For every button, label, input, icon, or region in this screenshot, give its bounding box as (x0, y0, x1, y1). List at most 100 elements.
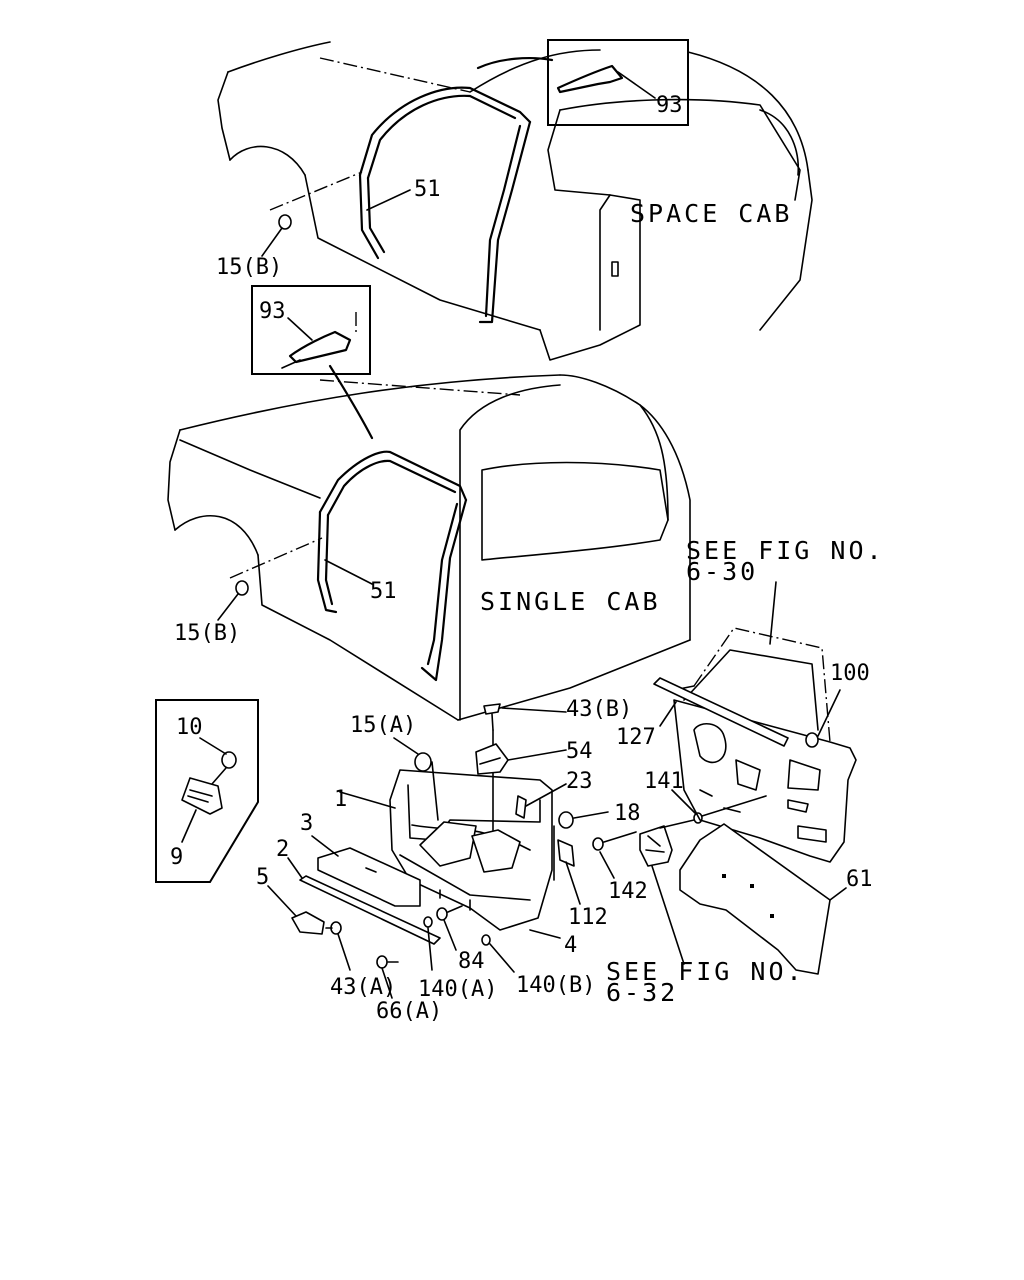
clip-18 (558, 811, 574, 829)
callout-93-top: 93 (656, 93, 683, 118)
leader-15a (393, 737, 419, 755)
leader-66a (381, 967, 393, 999)
trim-sheet-3 (317, 847, 421, 907)
clip-15b-mid (235, 580, 249, 596)
bracket-23 (515, 795, 527, 819)
single-cab-weatherstrip-51 (316, 450, 468, 682)
clip-140b (481, 934, 491, 946)
leader-112 (565, 861, 581, 905)
leader-93-top (617, 71, 656, 99)
leader-15b-mid (217, 593, 239, 621)
space-cab-leader-15b (269, 171, 363, 211)
cover-5 (291, 911, 325, 935)
leader-1 (339, 791, 396, 809)
leader-3 (311, 835, 339, 857)
door-inner-panel (653, 627, 857, 863)
door-watershield-61 (679, 823, 831, 975)
leader-140a (427, 927, 433, 971)
callout-23: 23 (566, 769, 593, 794)
screw-84 (436, 905, 463, 921)
inset-box-9-10 (155, 699, 259, 883)
single-cab-title: SINGLE CAB (480, 587, 661, 616)
leader-141-to-door (701, 795, 767, 817)
clip-100 (805, 732, 819, 748)
callout-10: 10 (176, 715, 203, 740)
leader-43b (501, 707, 567, 713)
leader-23 (525, 783, 567, 807)
callout-1: 1 (334, 787, 347, 812)
space-cab-title: SPACE CAB (630, 199, 792, 228)
callout-15b-mid: 15(B) (174, 621, 240, 646)
callout-43b: 43(B) (566, 697, 632, 722)
callout-9: 9 (170, 845, 183, 870)
clip-15b-top (278, 214, 292, 230)
callout-18: 18 (614, 801, 641, 826)
leader-100 (817, 689, 841, 737)
trim-tail-93-mid (281, 359, 301, 369)
clip-140a (423, 916, 433, 928)
leader-140b (489, 943, 515, 973)
callout-93-mid: 93 (259, 299, 286, 324)
callout-141: 141 (644, 769, 684, 794)
screw-66a (376, 955, 399, 969)
callout-54: 54 (566, 739, 593, 764)
leader-127 (659, 701, 677, 727)
callout-4: 4 (564, 933, 577, 958)
arrow-93-mid (328, 364, 374, 440)
leader-9 (181, 809, 197, 843)
leader-15b-top (261, 227, 283, 257)
callout-51-mid: 51 (370, 579, 397, 604)
space-cab-weatherstrip-51 (358, 86, 532, 324)
single-cab-leader-15b (229, 537, 323, 579)
screw-43b (483, 703, 501, 731)
screw-43a (325, 921, 342, 935)
callout-15b-top: 15(B) (216, 255, 282, 280)
ref-fig-6-30-line2: 6-30 (686, 557, 758, 586)
leader-54 (507, 749, 567, 761)
clip-15a (414, 752, 432, 772)
callout-43a: 43(A) (330, 975, 396, 1000)
leader-10 (199, 737, 227, 755)
leader-142 (599, 851, 615, 879)
clip-10 (221, 751, 237, 769)
callout-2: 2 (276, 837, 289, 862)
callout-140b: 140(B) (516, 973, 595, 998)
leader-5 (267, 885, 297, 917)
arrow-93-top (476, 56, 554, 70)
screw-142 (592, 831, 637, 851)
leader-2 (287, 857, 303, 879)
door-trim-panel-1 (389, 769, 553, 931)
leader-51-mid (324, 559, 373, 585)
inset-box-93-top (547, 39, 689, 126)
trim-strip-2 (299, 875, 441, 945)
ref-fig-6-30-line1: SEE FIG NO. (686, 536, 885, 565)
callout-61: 61 (846, 867, 873, 892)
door-lock-knob-9 (181, 777, 223, 815)
clip-141 (693, 812, 703, 824)
callout-5: 5 (256, 865, 269, 890)
leader-15a-drop (431, 761, 439, 821)
callout-84: 84 (458, 949, 485, 974)
leader-fig-6-30 (769, 581, 777, 645)
armrest-bracket-54 (475, 743, 509, 775)
callout-15a: 15(A) (350, 713, 416, 738)
callout-127: 127 (616, 725, 656, 750)
leader-141-to-lock (659, 819, 695, 829)
callout-112: 112 (568, 905, 608, 930)
leader-51-top (366, 189, 411, 211)
callout-140a: 140(A) (418, 977, 497, 1002)
ref-fig-6-32-line1: SEE FIG NO. (606, 957, 805, 986)
cab-trim-93-top (556, 64, 624, 94)
cab-trim-93-mid (288, 330, 352, 364)
callout-51-top: 51 (414, 177, 441, 202)
leader-61 (829, 887, 847, 901)
callout-3: 3 (300, 811, 313, 836)
leader-4 (529, 929, 561, 939)
leader-141 (671, 789, 697, 815)
inset-box-93-mid (251, 285, 371, 375)
callout-100: 100 (830, 661, 870, 686)
leader-93-mid (287, 317, 313, 341)
door-lock-assembly (639, 825, 673, 867)
leader-84 (443, 919, 457, 951)
